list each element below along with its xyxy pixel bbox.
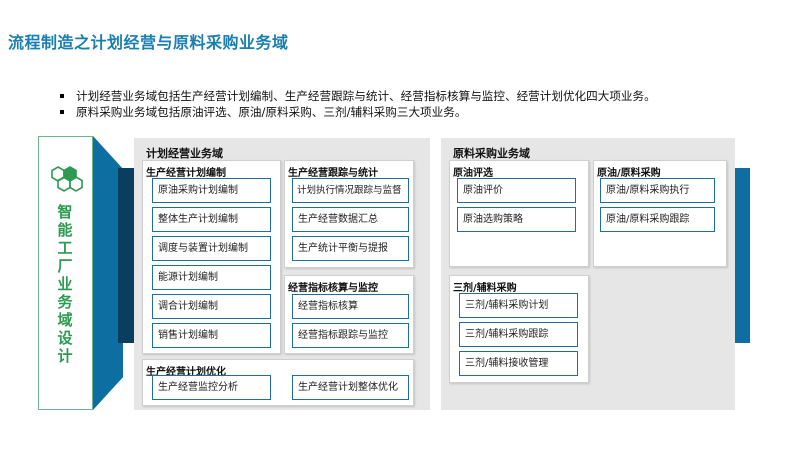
process-item: 生产经营计划整体优化 [292,375,409,400]
process-item: 生产经营监控分析 [152,375,271,400]
tracking-card: 生产经营跟踪与统计 计划执行情况跟踪与监督 生产经营数据汇总 生产统计平衡与提报 [284,160,414,268]
card-title: 三剂/辅料采购 [453,283,517,294]
process-item: 调合计划编制 [152,294,271,319]
side-char: 计 [57,347,73,365]
left-connector-bar [118,168,134,343]
bullet-dot-icon [60,94,64,98]
side-label-box [38,136,93,410]
side-char: 智 [57,203,73,221]
optimize-card: 生产经营计划优化 生产经营监控分析 生产经营计划整体优化 [142,359,414,406]
process-item: 生产经营数据汇总 [292,207,409,232]
process-item: 计划执行情况跟踪与监督 [292,178,409,203]
additives-card: 三剂/辅料采购 三剂/辅料采购计划 三剂/辅料采购跟踪 三剂/辅料接收管理 [449,275,589,383]
side-char: 设 [57,329,73,347]
hexagon-network-icon [51,166,83,192]
side-char: 域 [57,311,73,329]
side-char: 厂 [57,257,73,275]
process-item: 经营指标核算 [292,294,409,319]
side-char: 能 [57,221,73,239]
crude-select-card: 原油评选 原油评价 原油选购策略 [449,160,589,267]
side-char: 业 [57,275,73,293]
process-item: 能源计划编制 [152,265,271,290]
card-title: 原油评选 [453,168,493,179]
process-item: 原油/原料采购跟踪 [600,207,715,232]
process-item: 调度与装置计划编制 [152,236,271,261]
panel-title: 原料采购业务域 [453,147,530,160]
side-label-text: 智 能 工 厂 业 务 域 设 计 [52,204,78,365]
side-char: 工 [57,239,73,257]
card-title: 生产经营跟踪与统计 [288,168,378,179]
side-char: 务 [57,293,73,311]
process-item: 经营指标跟踪与监控 [292,323,409,348]
compile-card: 生产经营计划编制 原油采购计划编制 整体生产计划编制 调度与装置计划编制 能源计… [142,160,281,354]
bullet-list: 计划经营业务域包括生产经营计划编制、生产经营跟踪与统计、经营指标核算与监控、经营… [60,88,656,120]
bullet-text: 原料采购业务域包括原油评选、原油/原料采购、三剂/辅料采购三大项业务。 [76,105,467,119]
card-title: 原油/原料采购 [597,168,661,179]
bullet-item: 原料采购业务域包括原油评选、原油/原料采购、三剂/辅料采购三大项业务。 [60,104,656,120]
card-title: 经营指标核算与监控 [288,283,378,294]
page-title: 流程制造之计划经营与原料采购业务域 [8,33,289,52]
process-item: 销售计划编制 [152,323,271,348]
card-title: 生产经营计划编制 [146,168,226,179]
bullet-item: 计划经营业务域包括生产经营计划编制、生产经营跟踪与统计、经营指标核算与监控、经营… [60,88,656,104]
process-item: 三剂/辅料接收管理 [459,351,578,376]
panel-title: 计划经营业务域 [146,147,223,160]
crude-purchase-card: 原油/原料采购 原油/原料采购执行 原油/原料采购跟踪 [593,160,727,267]
procurement-domain-panel: 原料采购业务域 原油评选 原油评价 原油选购策略 原油/原料采购 原油/原料采购… [441,138,735,410]
bullet-dot-icon [60,110,64,114]
process-item: 三剂/辅料采购跟踪 [459,322,578,347]
planning-domain-panel: 计划经营业务域 生产经营计划编制 原油采购计划编制 整体生产计划编制 调度与装置… [134,138,430,410]
bullet-text: 计划经营业务域包括生产经营计划编制、生产经营跟踪与统计、经营指标核算与监控、经营… [76,89,656,103]
right-connector-bar [735,168,750,343]
process-item: 原油评价 [457,178,576,203]
indicators-card: 经营指标核算与监控 经营指标核算 经营指标跟踪与监控 [284,275,414,354]
process-item: 原油/原料采购执行 [600,178,715,203]
process-item: 原油选购策略 [457,207,576,232]
process-item: 三剂/辅料采购计划 [459,293,578,318]
process-item: 原油采购计划编制 [152,178,271,203]
process-item: 生产统计平衡与提报 [292,236,409,261]
process-item: 整体生产计划编制 [152,207,271,232]
card-title: 生产经营计划优化 [146,367,226,378]
